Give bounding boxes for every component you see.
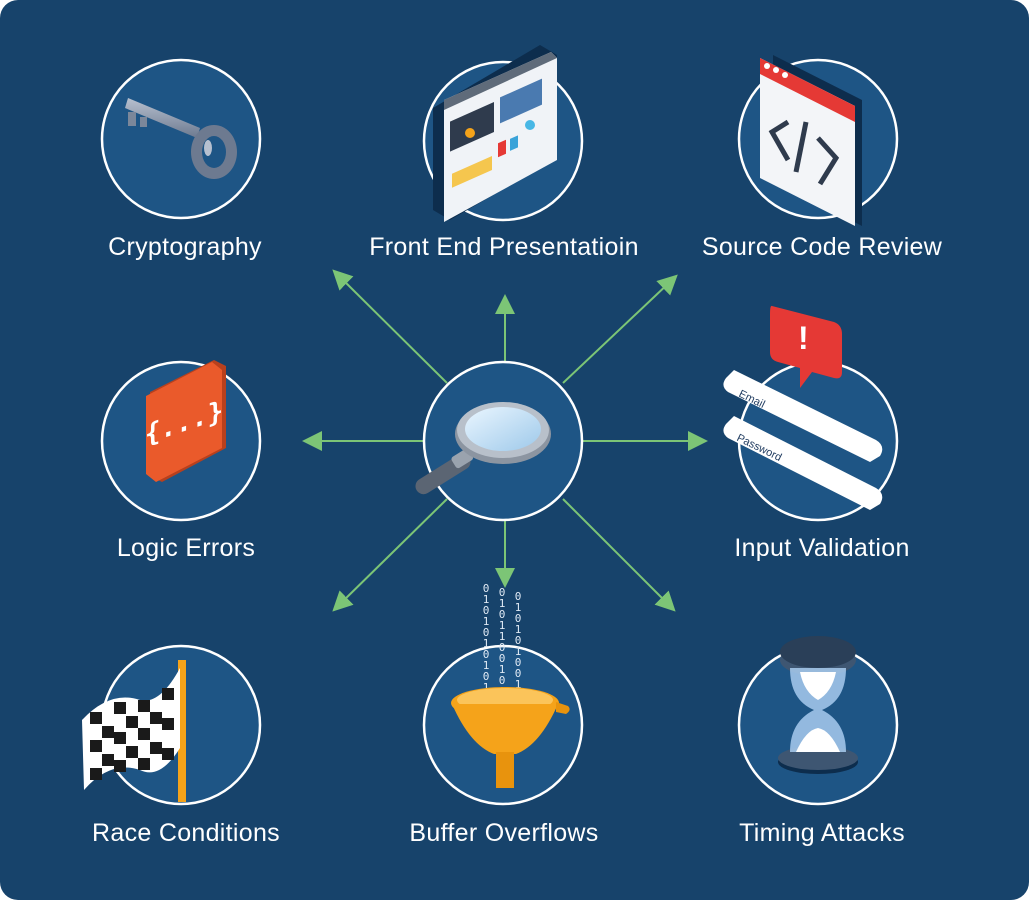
node-cryptography — [100, 58, 262, 220]
browser-window-icon — [433, 45, 557, 222]
binary-digit: 0 — [499, 652, 506, 665]
code-window-icon — [760, 55, 862, 226]
alert-exclamation: ! — [798, 320, 809, 356]
node-source-code — [737, 55, 899, 226]
password-field — [723, 416, 883, 510]
arrows — [302, 269, 708, 612]
node-front-end — [422, 45, 584, 222]
arrow-down-left — [332, 498, 448, 612]
binary-digit: 0 — [499, 641, 506, 654]
binary-digit: 1 — [515, 645, 522, 658]
binary-digit: 1 — [515, 601, 522, 614]
arrow-up-left — [332, 269, 448, 384]
binary-digit: 0 — [499, 674, 506, 687]
binary-digit: 1 — [483, 659, 490, 672]
label-buffer-overflows: Buffer Overflows — [409, 819, 599, 847]
label-front-end: Front End Presentatioin — [369, 233, 639, 261]
arrow-down-right — [562, 498, 676, 612]
binary-digit: 0 — [483, 626, 490, 639]
binary-digit: 0 — [499, 608, 506, 621]
binary-digit: 1 — [515, 678, 522, 691]
label-race-conditions: Race Conditions — [92, 819, 280, 847]
label-timing-attacks: Timing Attacks — [739, 819, 905, 847]
label-logic-errors: Logic Errors — [116, 534, 256, 562]
binary-digit: 1 — [483, 637, 490, 650]
binary-digit: 0 — [515, 656, 522, 669]
funnel-binary-icon — [451, 687, 570, 788]
binary-stream: 010101010110010110010011010101001100 — [483, 582, 522, 724]
binary-digit: 1 — [499, 630, 506, 643]
center-node — [415, 360, 584, 522]
node-logic-errors: {...} — [100, 360, 262, 522]
node-timing-attacks — [737, 636, 899, 806]
binary-digit: 1 — [515, 623, 522, 636]
label-input-validation: Input Validation — [734, 534, 910, 562]
node-buffer-overflows: 010101010110010110010011010101001100 — [422, 582, 584, 806]
binary-digit: 1 — [499, 597, 506, 610]
form-alert-icon — [723, 305, 883, 510]
node-race-conditions — [82, 644, 262, 806]
binary-digit: 1 — [499, 663, 506, 676]
binary-digit: 1 — [499, 619, 506, 632]
label-cryptography: Cryptography — [108, 233, 262, 261]
binary-digit: 0 — [483, 604, 490, 617]
checkered-flag-icon — [82, 660, 186, 802]
node-input-validation — [723, 305, 899, 522]
magnifying-glass-icon — [415, 402, 551, 495]
binary-digit: 0 — [515, 634, 522, 647]
label-source-code: Source Code Review — [701, 233, 943, 261]
alert-bubble — [770, 305, 842, 388]
binary-digit: 0 — [483, 582, 490, 595]
binary-digit: 0 — [499, 586, 506, 599]
email-field — [723, 370, 883, 462]
binary-digit: 0 — [483, 670, 490, 683]
key-icon — [125, 98, 237, 179]
binary-digit: 1 — [483, 593, 490, 606]
binary-digit: 1 — [483, 681, 490, 694]
curly-braces-icon: {...} — [145, 360, 226, 482]
binary-digit: 1 — [483, 615, 490, 628]
binary-digit: 0 — [515, 590, 522, 603]
binary-digit: 0 — [483, 648, 490, 661]
binary-digit: 0 — [515, 667, 522, 680]
arrow-up-right — [562, 274, 678, 384]
hourglass-icon — [778, 636, 858, 774]
binary-digit: 0 — [515, 612, 522, 625]
